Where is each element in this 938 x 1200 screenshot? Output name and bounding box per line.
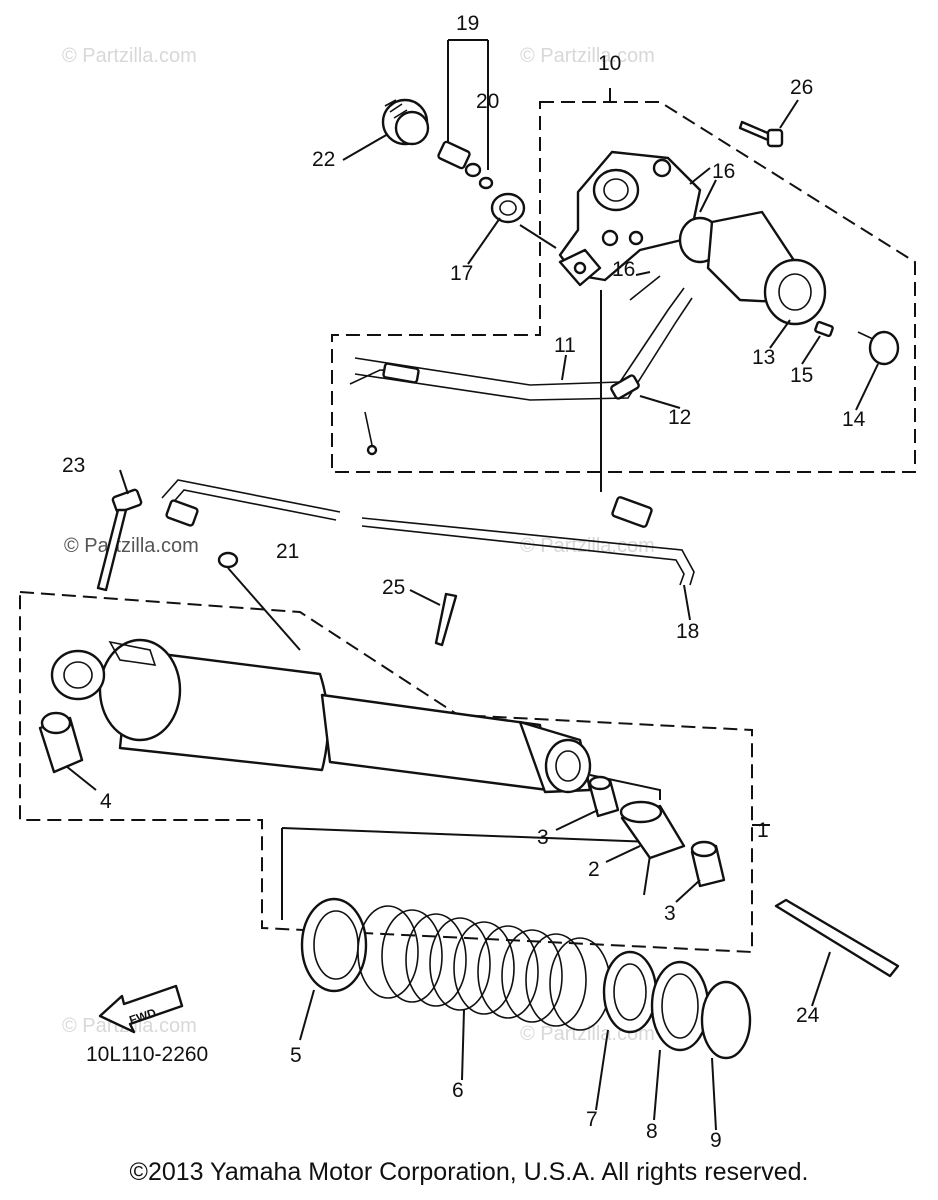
callout-numbers: 1 2 3 3 4 5 6 7 8 9 10 11 12 13 14 15 16… <box>62 12 866 1152</box>
callout-16: 16 <box>612 258 635 281</box>
diagram-code: 10L110-2260 <box>86 1043 208 1066</box>
callout-4: 4 <box>100 790 112 813</box>
callout-16: 16 <box>712 160 735 183</box>
callout-9: 9 <box>710 1129 722 1152</box>
spring-guide-7 <box>602 950 658 1034</box>
assembly-outline-10 <box>331 101 916 473</box>
screw-15 <box>814 320 834 338</box>
leader-lines <box>65 99 879 1131</box>
o-ring-20 <box>478 176 494 190</box>
callout-11: 11 <box>554 334 576 357</box>
callout-5: 5 <box>290 1044 302 1067</box>
watermark: © Partzilla.com <box>520 535 655 557</box>
callout-3: 3 <box>664 902 676 925</box>
callout-14: 14 <box>842 408 866 431</box>
pin-25 <box>434 592 458 647</box>
callout-6: 6 <box>452 1079 464 1102</box>
callout-22: 22 <box>312 148 335 171</box>
adjuster-knob-22 <box>381 98 430 146</box>
callout-12: 12 <box>668 406 691 429</box>
adjuster-cylinder-13 <box>706 210 827 326</box>
copyright-notice: ©2013 Yamaha Motor Corporation, U.S.A. A… <box>129 1158 809 1186</box>
callout-13: 13 <box>752 346 775 369</box>
callout-1: 1 <box>757 819 769 842</box>
callout-18: 18 <box>676 620 699 643</box>
callout-15: 15 <box>790 364 813 387</box>
bushing-2 <box>619 800 686 860</box>
valve-19 <box>437 140 482 178</box>
adjuster-knob-14 <box>857 330 900 366</box>
callout-10: 10 <box>598 52 621 75</box>
seal-17 <box>490 192 526 224</box>
watermarks: © Partzilla.com © Partzilla.com © Partzi… <box>62 45 655 1045</box>
spring-seat-5 <box>300 897 368 993</box>
bolt-26 <box>738 120 784 148</box>
callout-7: 7 <box>586 1108 598 1131</box>
callout-20: 20 <box>476 90 499 113</box>
hose-18 <box>161 290 695 586</box>
spring-adjuster-8 <box>650 960 710 1052</box>
callout-23: 23 <box>62 454 85 477</box>
collar-3a <box>588 775 620 818</box>
assembly-outline-1 <box>19 590 753 954</box>
hoses-11-12 <box>349 275 693 456</box>
watermark: © Partzilla.com <box>64 535 199 557</box>
shock-absorber-1 <box>50 638 592 794</box>
callout-17: 17 <box>450 262 473 285</box>
callout-26: 26 <box>790 76 813 99</box>
callout-19: 19 <box>456 12 479 35</box>
shaft-24 <box>774 898 900 978</box>
bushing-4 <box>38 711 84 774</box>
collar-3b <box>690 840 726 888</box>
callout-2: 2 <box>588 858 600 881</box>
washer-21 <box>217 551 239 569</box>
bolt-23 <box>96 488 143 592</box>
reservoir-body-10 <box>558 150 702 287</box>
callout-24: 24 <box>796 1004 820 1027</box>
callout-21: 21 <box>276 540 299 563</box>
locknut-9 <box>700 980 752 1060</box>
callout-3: 3 <box>537 826 549 849</box>
watermark: © Partzilla.com <box>520 45 655 67</box>
callout-25: 25 <box>382 576 405 599</box>
callout-8: 8 <box>646 1120 658 1143</box>
watermark: © Partzilla.com <box>62 45 197 67</box>
spring-6 <box>357 905 611 1031</box>
